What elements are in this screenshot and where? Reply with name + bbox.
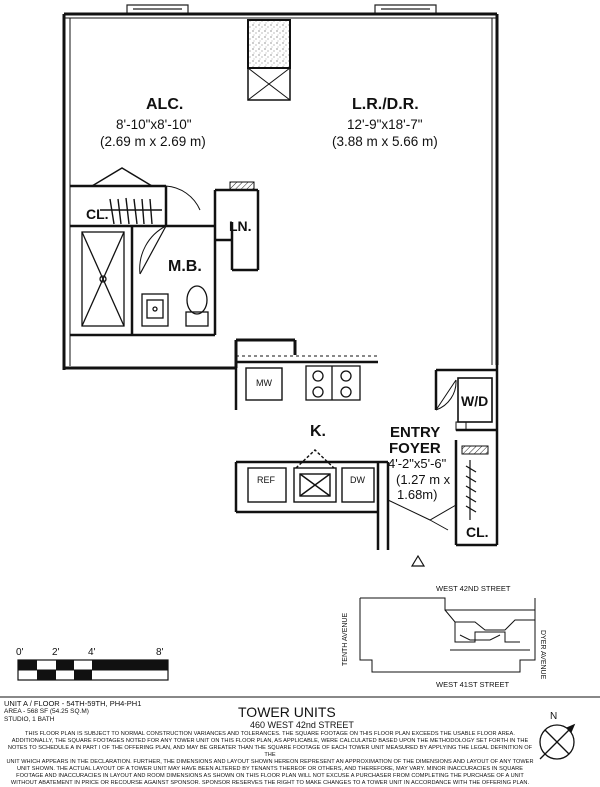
- microwave-label: MW: [256, 378, 272, 388]
- panel-box: [455, 421, 467, 431]
- entry-closet-rod: [461, 445, 489, 455]
- alcove-dim-m: (2.69 m x 2.69 m): [100, 134, 206, 149]
- entry-door-swing: [387, 499, 457, 531]
- column-chase: [247, 19, 291, 101]
- exterior-walls: [62, 12, 499, 370]
- lower-counter: [247, 449, 375, 503]
- north-arrow-icon: [539, 723, 576, 760]
- kitchen-walls: [234, 360, 390, 550]
- closet-door-swing: [165, 185, 201, 211]
- scale-tick-8: 8': [156, 647, 164, 658]
- key-south-street: WEST 41ST STREET: [436, 680, 510, 689]
- washer-dryer-label: W/D: [461, 393, 489, 409]
- key-east-avenue: DYER AVENUE: [539, 630, 546, 680]
- entry-closet-label: CL.: [466, 524, 489, 540]
- key-west-avenue: TENTH AVENUE: [342, 612, 349, 666]
- microwave-box: [245, 367, 283, 401]
- disclaimer-line: WITHOUT ABATEMENT IN PRICE OR RECOURSE A…: [10, 780, 530, 786]
- scale-tick-2: 2': [52, 647, 60, 658]
- entry-dim-m-2: 1.68m): [397, 487, 438, 502]
- type-line: STUDIO, 1 BATH: [4, 716, 55, 723]
- alcove-closet: [70, 167, 168, 228]
- scale-tick-4: 4': [88, 647, 96, 658]
- disclaimer-line: NOTES TO SCHEDULE A IN PART I OF THE OFF…: [7, 745, 533, 758]
- refrigerator-label: REF: [257, 475, 275, 485]
- entry-dim-ft: 4'-2"x5'-6": [388, 456, 447, 471]
- entry-walls: [434, 365, 499, 547]
- living-dim-ft: 12'-9"x18'-7": [347, 117, 423, 132]
- living-dim-m: (3.88 m x 5.66 m): [332, 134, 438, 149]
- entry-arrow-icon: [410, 554, 426, 567]
- alcove-dim-ft: 8'-10"x8'-10": [116, 117, 192, 132]
- living-name: L.R./D.R.: [352, 96, 419, 113]
- master-bath-label: M.B.: [168, 258, 202, 275]
- cooktop: [305, 365, 361, 401]
- bath-door-swing: [139, 225, 167, 275]
- bathroom-walls: [70, 188, 260, 337]
- linen-shelf: [229, 181, 255, 191]
- wd-box: [457, 377, 493, 423]
- plan-title: TOWER UNITS: [238, 704, 336, 720]
- alcove-name: ALC.: [146, 96, 184, 113]
- disclaimer-line: UNIT WHICH APPEARS IN THE DECLARATION. F…: [6, 759, 534, 765]
- shower: [81, 231, 125, 327]
- wd-door: [435, 379, 457, 411]
- entry-closet-hangers: [465, 460, 477, 520]
- area-line: AREA - 568 SF (54.25 SQ.M): [4, 708, 89, 715]
- plan-address: 460 WEST 42nd STREET: [250, 720, 354, 730]
- kitchen-label: K.: [310, 423, 326, 440]
- entry-dim-m-1: (1.27 m x: [396, 472, 451, 487]
- key-plan: [359, 597, 536, 673]
- scale-bar: [17, 659, 169, 681]
- disclaimer-line: UNIT SHOWN. THE ACTUAL LAYOUT OF A TOWER…: [16, 766, 523, 772]
- disclaimer-line: ADDITIONALLY, THE SQUARE FOOTAGES NOTED …: [11, 738, 529, 744]
- key-north-street: WEST 42ND STREET: [436, 584, 511, 593]
- compass-north-label: N: [550, 711, 558, 722]
- bath-fixtures: [141, 285, 209, 327]
- alcove-closet-label: CL.: [86, 206, 109, 222]
- disclaimer-line: THIS FLOOR PLAN IS SUBJECT TO NORMAL CON…: [25, 731, 515, 737]
- top-windows: [126, 4, 437, 14]
- disclaimer-line: FOOTAGE AND INACCURACIES IN LAYOUT AND R…: [16, 773, 524, 779]
- entry-name-1: ENTRY: [390, 424, 441, 441]
- linen-label: LN.: [229, 218, 252, 234]
- unit-line: UNIT A / FLOOR - 54TH-59TH, PH4-PH1: [4, 699, 142, 708]
- dishwasher-label: DW: [350, 475, 365, 485]
- disclaimer: THIS FLOOR PLAN IS SUBJECT TO NORMAL CON…: [4, 731, 536, 787]
- entry-name-2: FOYER: [389, 440, 441, 457]
- scale-tick-0: 0': [16, 647, 24, 658]
